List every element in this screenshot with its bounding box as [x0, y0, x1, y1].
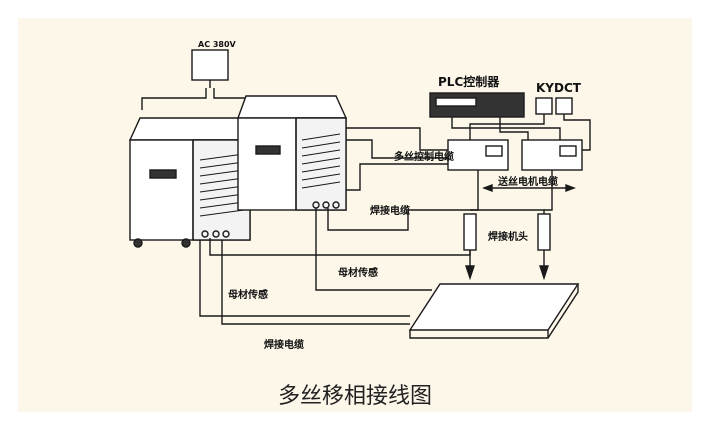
- power-box-label: AC 380V: [198, 40, 237, 49]
- weld-head-left: [463, 213, 477, 281]
- base-cable-right-label: 母材传感: [338, 266, 378, 279]
- weld-head-label: 焊接机头: [488, 230, 528, 243]
- diagram-caption: 多丝移相接线图: [277, 384, 432, 409]
- welder-left: [128, 117, 252, 248]
- weld-cable-top-label: 焊接电缆: [370, 204, 410, 217]
- weld-cable-bottom-label: 焊接电缆: [264, 338, 304, 351]
- plc-controller: [429, 92, 525, 118]
- control-box-right: [521, 139, 583, 171]
- weld-head-right: [537, 213, 551, 281]
- feed-motor-cable-label: 送丝电机电缆: [497, 175, 558, 188]
- multi-wire-cable-label: 多丝控制电缆: [394, 150, 454, 163]
- welder-right: [237, 95, 348, 211]
- kydct-label: KYDCT: [536, 81, 582, 95]
- control-box-left: [447, 139, 509, 171]
- workpiece-plate: [408, 283, 580, 331]
- kydct-modules: [535, 97, 573, 115]
- plc-label: PLC控制器: [438, 74, 500, 89]
- base-cable-left-label: 母材传感: [228, 288, 268, 301]
